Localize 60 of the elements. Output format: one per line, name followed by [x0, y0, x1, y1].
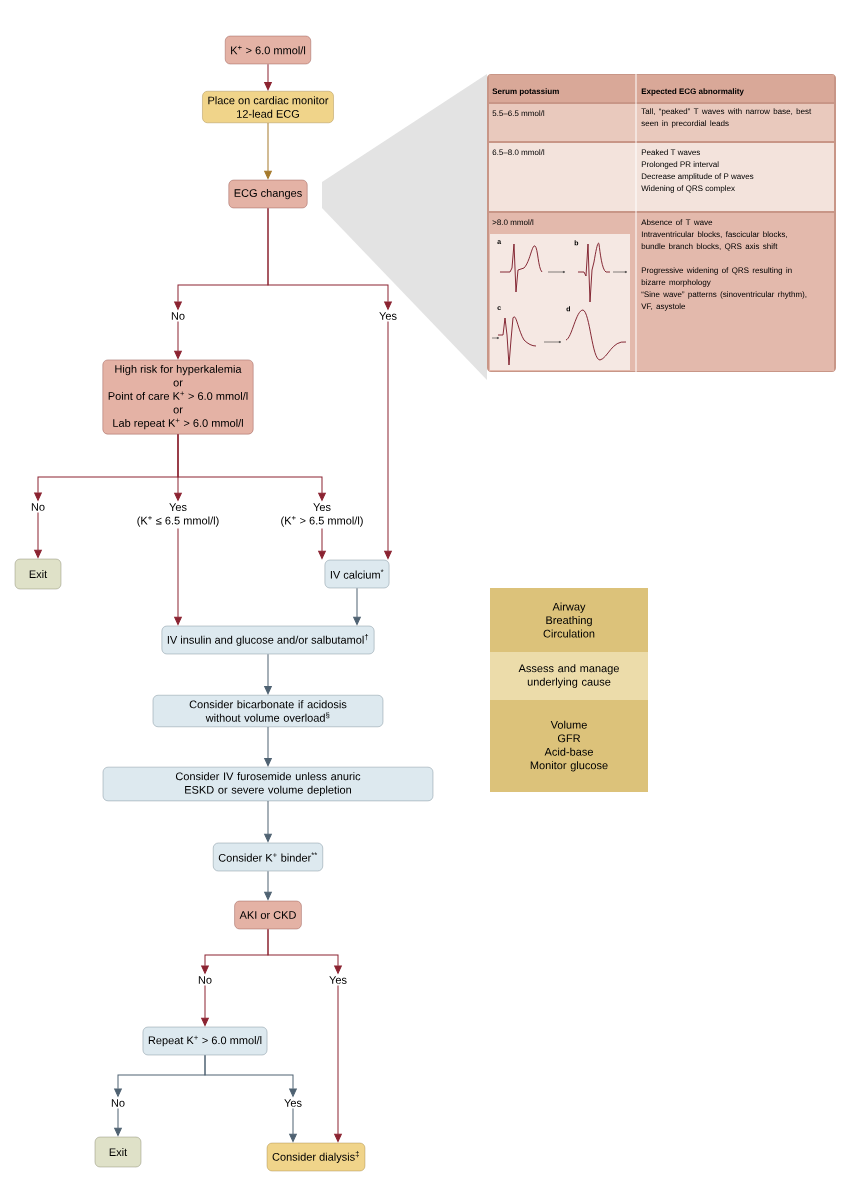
table-cell-text: Prolonged PR interval: [641, 161, 719, 169]
arrow: [264, 870, 272, 901]
process-box: Place on cardiac monitor 12-lead ECG: [202, 91, 334, 123]
table-header: Expected ECG abnormality: [641, 88, 744, 96]
process-box: IV calcium$^{*}$: [324, 559, 390, 589]
branch-label: Yes: [329, 976, 347, 984]
table-cell-text: Peaked T waves: [641, 149, 701, 156]
arrow: [353, 587, 361, 626]
arrow: [264, 63, 272, 91]
branch-label: Yes (K$^{+}$ ≤ 6.5 mmol/l): [137, 503, 219, 527]
arrow: [267, 207, 392, 310]
decision-box: High risk for hyperkalemia or Point of care K$^{+}$ > 6.0 mmol/l or Lab repeat K$^{+}$ > 6.0 mmol/l: [102, 359, 254, 435]
decision-box: K$^{+}$ > 6.0 mmol/l: [225, 35, 311, 65]
branch-label: No: [171, 312, 185, 320]
branch-label: No: [31, 503, 45, 511]
table-cell-text: 5.5–6.5 mmol/l: [492, 110, 545, 117]
process-box: Consider K$^{+}$ binder$^{**}$: [213, 842, 323, 872]
branch-label: Yes: [379, 312, 397, 320]
arrow: [264, 653, 272, 695]
arrow: [174, 321, 182, 359]
arrow: [264, 800, 272, 843]
panel-section: Assess and manage underlying cause: [490, 652, 648, 700]
exit-box: Exit: [14, 558, 62, 590]
exit-box: Exit: [94, 1136, 142, 1168]
panel-section: Airway Breathing Circulation: [490, 588, 648, 652]
arrow: [34, 512, 42, 559]
branch-label: Yes (K$^{+}$ > 6.5 mmol/l): [281, 503, 363, 527]
arrow: [264, 726, 272, 767]
arrow: [384, 321, 392, 560]
process-box: Consider IV furosemide unless anuric ESKD or severe volume depletion: [102, 766, 434, 802]
process-box: Repeat K$^{+}$ > 6.0 mmol/l: [142, 1026, 268, 1056]
table-cell-text: >8.0 mmol/l: [492, 219, 534, 226]
process-box: IV insulin and glucose and/or salbutamol$^{†}$: [161, 625, 375, 655]
table-cell-text: Widening of QRS complex: [641, 185, 735, 193]
table-cell-text: Decrease amplitude of P waves: [641, 173, 754, 181]
arrow: [201, 985, 209, 1027]
branch-label: No: [111, 1099, 125, 1107]
arrow: [334, 985, 342, 1143]
arrow: [289, 1108, 297, 1143]
panel-section: Volume GFR Acid-base Monitor glucose: [490, 700, 648, 792]
decision-box: AKI or CKD: [234, 900, 302, 930]
process-box: Consider bicarbonate if acidosis without volume overload$^{§}$: [152, 695, 384, 727]
arrow: [204, 1054, 297, 1097]
arrow: [267, 928, 342, 974]
table-cell-text: 6.5–8.0 mmol/l: [492, 149, 545, 156]
branch-label: No: [198, 976, 212, 984]
arrow: [264, 122, 272, 180]
decision-box: ECG changes: [228, 179, 308, 209]
table-cell-text: Intraventricular blocks, fascicular blocks, bundle branch blocks, QRS axis shift: [641, 231, 787, 251]
table-cell-text: Progressive widening of QRS resulting in bizarre morphology: [641, 267, 792, 287]
table-cell-text: Absence of T wave: [641, 219, 713, 226]
arrow: [177, 433, 326, 501]
process-box: Consider dialysis$^{‡}$: [266, 1142, 366, 1172]
arrow: [174, 527, 182, 626]
table-header: Serum potassium: [492, 88, 559, 96]
branch-label: Yes: [284, 1099, 302, 1107]
arrow: [318, 527, 326, 560]
table-cell-text: Tall, “peaked” T waves with narrow base, best seen in precordial leads: [641, 108, 812, 128]
table-cell-text: “Sine wave” patterns (sinoventricular rhythm), VF, asystole: [641, 291, 807, 311]
arrow: [114, 1108, 122, 1137]
